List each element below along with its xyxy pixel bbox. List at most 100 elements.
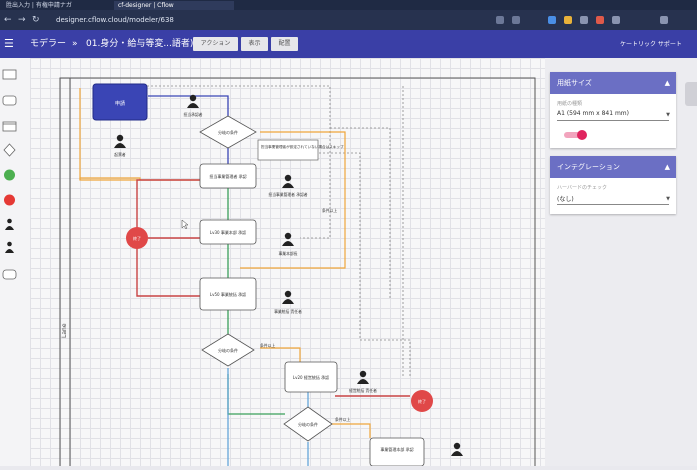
actor-label: 担当事業管理者 承認者 [268, 192, 307, 197]
diamond-tool-icon[interactable] [3, 143, 16, 157]
extension-icon[interactable] [512, 16, 520, 24]
start-node-label: 申請 [115, 100, 125, 107]
reload-icon[interactable]: ↻ [32, 15, 40, 25]
actor-icon[interactable] [451, 442, 463, 456]
browser-tab-bar: 胜出入力 | 有権申請ナガ cf-designer | Cflow [0, 0, 697, 10]
end-event-tool-icon[interactable] [4, 194, 15, 206]
url-field[interactable]: designer.cflow.cloud/modeler/638 [56, 16, 174, 24]
task-node-3[interactable] [199, 277, 257, 311]
chevron-down-icon[interactable]: ▼ [666, 196, 670, 202]
browser-tab-2[interactable]: cf-designer | Cflow [114, 1, 234, 10]
actor-label: 担当承認者 [184, 112, 203, 117]
end-event-2-label: 終了 [418, 398, 426, 404]
subprocess-tool-icon[interactable] [2, 121, 17, 132]
task-node-4-label: Lv20 経営統括 承認 [293, 374, 329, 380]
actor-icon[interactable] [357, 370, 369, 384]
end-event-2[interactable] [411, 390, 433, 412]
user-tool-icon[interactable] [5, 218, 14, 230]
toolbox-icons [2, 69, 17, 280]
gateway-2-label: 分岐の条件 [218, 347, 238, 353]
actor-label: 事業統括 責任者 [274, 309, 302, 314]
group-tool-icon[interactable] [5, 241, 14, 253]
browser-tab-1[interactable]: 胜出入力 | 有権申請ナガ [6, 2, 72, 9]
integration-field-label: ハーバードのチェック [557, 185, 607, 191]
app-header: ☰ モデラー » 01.身分・給与等変...語者) アクション 表示 配置 ケー… [0, 30, 697, 58]
extension-icon[interactable] [564, 16, 572, 24]
address-bar: ← → ↻ designer.cflow.cloud/modeler/638 [0, 10, 697, 30]
breadcrumb-separator: » [72, 39, 78, 49]
diagram-canvas[interactable]: Lane 申請 分岐の条件 担 [30, 58, 545, 470]
toggle-knob[interactable] [577, 130, 587, 140]
layout-menu-button[interactable]: 配置 [271, 37, 298, 51]
task-node-5-label: 事業管理本部 承認 [380, 446, 413, 452]
actor-label: 事業本部長 [279, 251, 298, 256]
rounded-rect-tool-icon[interactable] [2, 95, 17, 106]
actor-icon[interactable] [282, 290, 294, 304]
support-link[interactable]: ケートリック サポート [620, 41, 682, 48]
orientation-toggle[interactable] [564, 130, 587, 140]
select-underline [557, 204, 669, 205]
extension-icon[interactable] [612, 16, 620, 24]
actor-icon[interactable] [187, 94, 199, 108]
extension-icon[interactable] [496, 16, 504, 24]
edge-label: 条件以上 [335, 417, 350, 422]
actor-label: 経営統括 責任者 [349, 388, 377, 393]
select-underline [557, 120, 669, 121]
paper-size-card-title: 用紙サイズ [557, 79, 592, 87]
integration-card: インテグレーション ▲ ハーバードのチェック (なし) ▼ [550, 156, 676, 214]
task-node-2-label: Lv30 事業本部 承認 [210, 229, 246, 235]
extension-icon[interactable] [596, 16, 604, 24]
breadcrumb-section[interactable]: モデラー [30, 39, 67, 49]
action-menu-button[interactable]: アクション [193, 37, 238, 51]
gateway-1[interactable] [199, 115, 257, 149]
mouse-cursor-icon [181, 219, 189, 230]
gateway-1-label: 分岐の条件 [218, 129, 238, 135]
comment-box[interactable] [257, 139, 319, 161]
end-event-1[interactable] [126, 227, 148, 249]
edge-label: 条件以上 [260, 343, 275, 348]
hamburger-icon[interactable]: ☰ [4, 37, 14, 50]
rectangle-tool-icon[interactable] [2, 69, 17, 80]
task-node-5[interactable] [369, 437, 425, 467]
task-node-2[interactable] [199, 219, 257, 245]
extension-icon[interactable] [580, 16, 588, 24]
gateway-3[interactable] [283, 406, 333, 442]
chevron-up-icon[interactable]: ▲ [664, 163, 670, 171]
edge-label: 条件以上 [322, 208, 337, 213]
task-node-3-label: Lv50 事業統括 承認 [210, 291, 246, 297]
integration-card-header[interactable]: インテグレーション ▲ [550, 156, 676, 178]
extension-icon[interactable] [548, 16, 556, 24]
paper-size-card: 用紙サイズ ▲ 用紙の種類 A1 (594 mm x 841 mm) ▼ [550, 72, 676, 148]
actor-icon[interactable] [114, 134, 126, 148]
gateway-2[interactable] [201, 333, 255, 367]
paper-type-label: 用紙の種類 [557, 101, 583, 107]
comment-tool-icon[interactable] [2, 269, 17, 280]
lane-label: Lane [61, 323, 68, 338]
paper-type-select[interactable]: A1 (594 mm x 841 mm) [557, 110, 629, 117]
integration-card-title: インテグレーション [557, 163, 620, 171]
back-icon[interactable]: ← [4, 15, 12, 25]
panel-collapse-tab[interactable] [685, 82, 697, 106]
actor-icon[interactable] [282, 232, 294, 246]
pool-frame [59, 77, 536, 470]
integration-select[interactable]: (なし) [557, 196, 574, 203]
task-node-4[interactable] [284, 361, 338, 393]
profile-icon[interactable] [660, 16, 668, 24]
actor-label: 起票者 [114, 152, 126, 157]
gateway-3-label: 分岐の条件 [298, 421, 318, 427]
start-node[interactable] [92, 83, 148, 121]
actor-icon[interactable] [282, 174, 294, 188]
end-event-1-label: 終了 [133, 235, 141, 241]
chevron-down-icon[interactable]: ▼ [666, 112, 670, 118]
view-menu-button[interactable]: 表示 [241, 37, 268, 51]
forward-icon[interactable]: → [18, 15, 26, 25]
chevron-up-icon[interactable]: ▲ [664, 79, 670, 87]
properties-panel: 用紙サイズ ▲ 用紙の種類 A1 (594 mm x 841 mm) ▼ インテ… [545, 58, 697, 466]
task-node-1[interactable] [199, 163, 257, 189]
start-event-tool-icon[interactable] [4, 169, 15, 181]
paper-size-card-header[interactable]: 用紙サイズ ▲ [550, 72, 676, 94]
page-title: 01.身分・給与等変...語者) [86, 39, 194, 49]
shape-toolbox [0, 58, 30, 466]
comment-text: 担当事業管理者が設定されていない場合はスキップ [261, 144, 344, 149]
task-node-1-label: 担当事業管理者 承認 [209, 173, 246, 179]
